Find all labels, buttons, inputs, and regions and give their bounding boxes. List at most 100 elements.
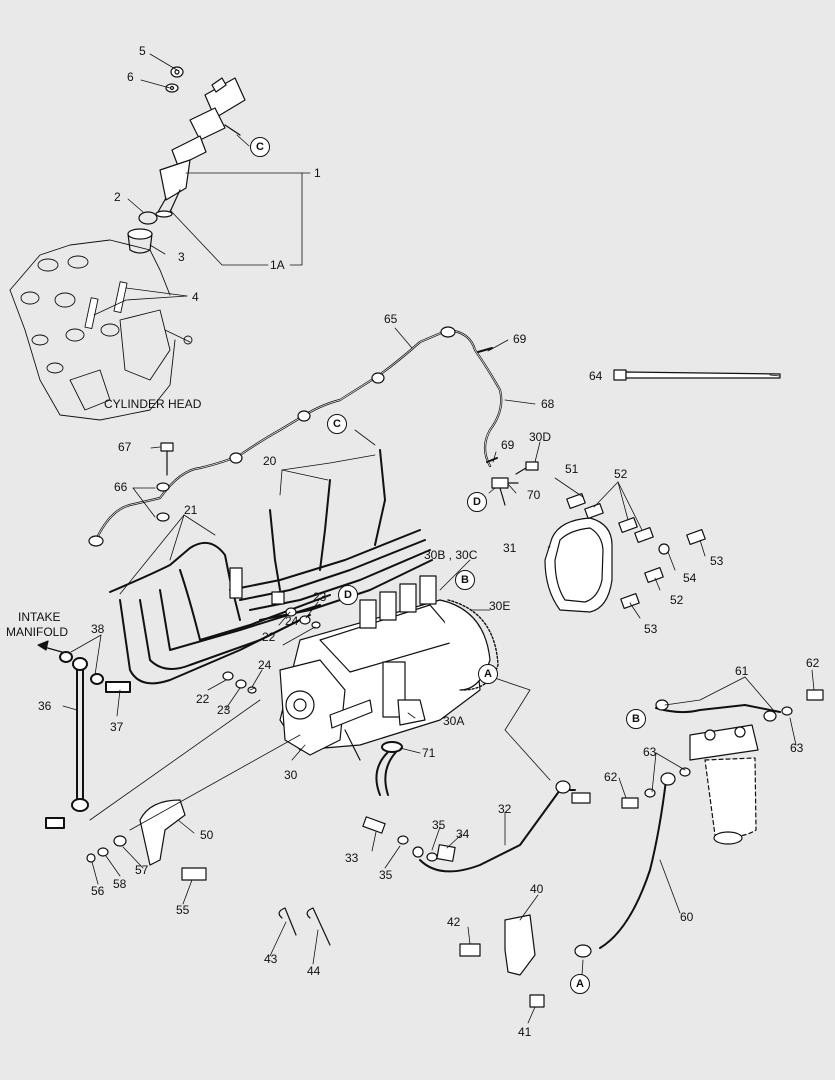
- banjo-bolt-67: [156, 442, 174, 522]
- lines-washers-22-23-24: [222, 607, 321, 694]
- part-label-41: 41: [518, 1025, 532, 1039]
- pipe-61-fittings: [655, 689, 824, 722]
- part-label-36: 36: [38, 699, 52, 713]
- intake-manifold-caption-line1: INTAKE: [18, 610, 61, 624]
- part-label-57: 57: [135, 863, 149, 877]
- injector-nut-5: [170, 66, 184, 78]
- part-label-35-top: 35: [432, 818, 446, 832]
- part-label-6: 6: [127, 70, 134, 84]
- part-label-4: 4: [192, 290, 199, 304]
- callout-b-pump: B: [455, 570, 475, 590]
- leader-lines: [62, 53, 815, 1024]
- cylinder-head-caption: CYLINDER HEAD: [104, 397, 202, 411]
- part-label-63-left: 63: [643, 745, 657, 759]
- part-label-65: 65: [384, 312, 398, 326]
- clips-43-44: [278, 907, 331, 946]
- pump-bolts-51-52-53: [566, 492, 706, 610]
- pump-drive-gear-30e: [447, 599, 499, 691]
- part-label-42: 42: [447, 915, 461, 929]
- part-label-60: 60: [680, 910, 694, 924]
- part-label-32: 32: [498, 802, 512, 816]
- part-label-35-bottom: 35: [379, 868, 393, 882]
- part-label-58: 58: [113, 877, 127, 891]
- intake-manifold-caption-line2: MANIFOLD: [6, 625, 69, 639]
- part-label-23-top: 23: [313, 590, 327, 604]
- part-label-37: 37: [110, 720, 124, 734]
- part-label-38: 38: [91, 622, 105, 636]
- part-label-5: 5: [139, 44, 146, 58]
- part-label-34: 34: [456, 827, 470, 841]
- bolt-30d: [515, 461, 539, 475]
- line-clamps: [229, 567, 285, 605]
- part-label-64: 64: [589, 369, 603, 383]
- fuel-injector: [155, 77, 246, 218]
- part-label-24-top: 24: [285, 614, 299, 628]
- cylinder-head-sketch: [9, 239, 193, 421]
- part-label-44: 44: [307, 964, 321, 978]
- part-label-67: 67: [118, 440, 132, 454]
- callout-a-pump: A: [478, 664, 498, 684]
- part-label-30: 30: [284, 768, 298, 782]
- part-label-69-top: 69: [513, 332, 527, 346]
- part-label-30e: 30E: [489, 599, 511, 613]
- pipe-71: [375, 741, 403, 796]
- part-label-22-top: 22: [262, 630, 276, 644]
- part-label-43: 43: [264, 952, 278, 966]
- part-label-30d: 30D: [529, 430, 552, 444]
- part-label-3: 3: [178, 250, 185, 264]
- injection-pump-30: [279, 575, 491, 761]
- part-label-30b-30c: 30B , 30C: [424, 548, 478, 562]
- part-label-69-bottom: 69: [501, 438, 515, 452]
- callout-d-pump: D: [338, 585, 358, 605]
- callout-c-lines: C: [327, 414, 347, 434]
- part-label-2: 2: [114, 190, 121, 204]
- clip-69: [477, 347, 498, 463]
- callout-d-return: D: [467, 492, 487, 512]
- part-label-56: 56: [91, 884, 105, 898]
- part-label-23-bottom: 23: [217, 703, 231, 717]
- pump-gasket-31: [544, 517, 613, 613]
- part-label-33: 33: [345, 851, 359, 865]
- part-label-53-bottom: 53: [644, 622, 658, 636]
- callout-b-filter: B: [626, 709, 646, 729]
- callout-c-injector: C: [250, 137, 270, 157]
- part-label-50: 50: [200, 828, 214, 842]
- bracket-40: [459, 914, 545, 1008]
- part-label-31: 31: [503, 541, 517, 555]
- bracket-50: [86, 799, 207, 881]
- part-label-62-bottom: 62: [604, 770, 618, 784]
- tee-fitting-70: [491, 477, 519, 506]
- pipe-32: [419, 789, 576, 873]
- o-ring-2: [138, 211, 158, 225]
- part-label-51: 51: [565, 462, 579, 476]
- injection-lines: [109, 449, 433, 685]
- pipe-36: [45, 651, 131, 829]
- cable-tie-64: [613, 369, 781, 381]
- part-label-52-top: 52: [614, 467, 628, 481]
- part-label-30a: 30A: [443, 714, 465, 728]
- part-label-54: 54: [683, 571, 697, 585]
- pipe-60: [599, 779, 667, 949]
- leak-off-line-65: [94, 328, 503, 542]
- part-label-1a: 1A: [270, 258, 285, 272]
- pipe-61: [655, 704, 781, 714]
- part-label-61: 61: [735, 664, 749, 678]
- part-label-66: 66: [114, 480, 128, 494]
- part-label-71: 71: [422, 746, 436, 760]
- callout-a-pipe: A: [570, 974, 590, 994]
- pipe-60-fittings: [574, 767, 691, 958]
- injector-washer-6: [165, 83, 179, 93]
- intake-arrow: [37, 640, 63, 653]
- banjo-fittings: [88, 326, 456, 547]
- part-label-40: 40: [530, 882, 544, 896]
- part-label-1: 1: [314, 166, 321, 180]
- part-label-55: 55: [176, 903, 190, 917]
- part-label-53-right: 53: [710, 554, 724, 568]
- part-label-52-bottom: 52: [670, 593, 684, 607]
- part-label-68: 68: [541, 397, 555, 411]
- part-label-62-top: 62: [806, 656, 820, 670]
- banjo-bolt-33: [362, 780, 591, 862]
- part-label-22-bottom: 22: [196, 692, 210, 706]
